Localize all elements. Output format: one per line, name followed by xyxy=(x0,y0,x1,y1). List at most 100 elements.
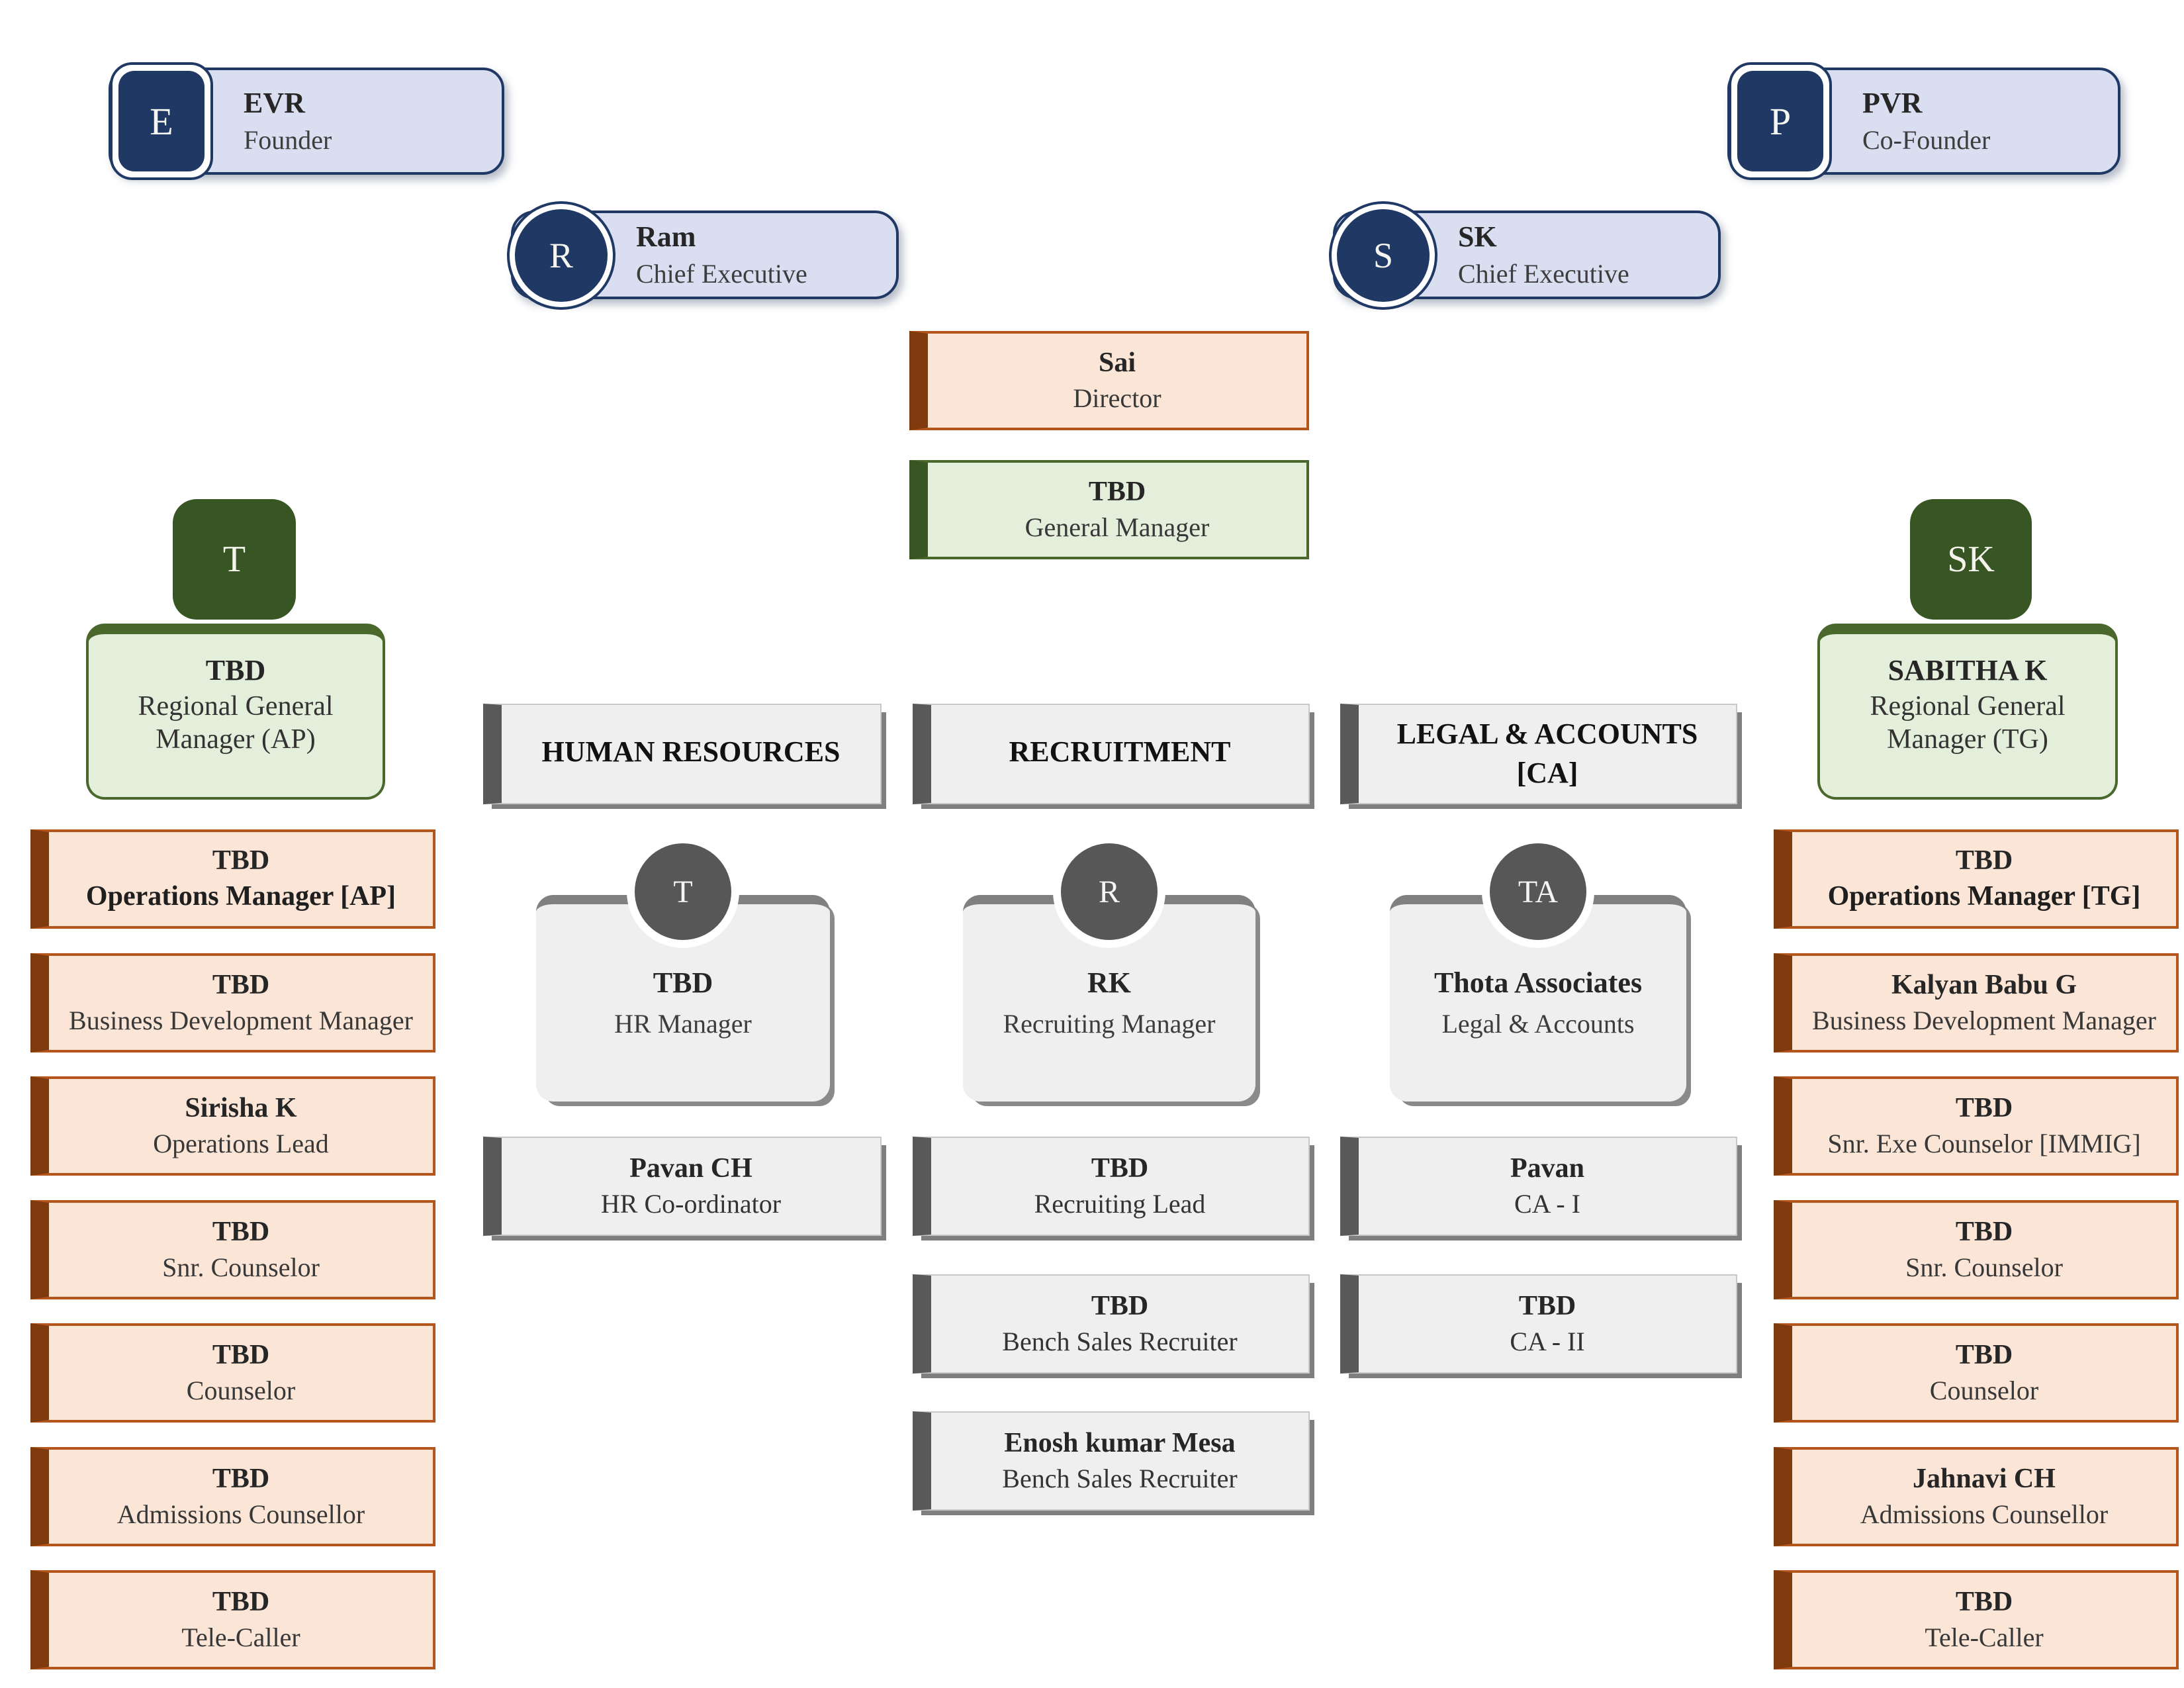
bench-sales-2-title: Bench Sales Recruiter xyxy=(1002,1463,1238,1493)
director-title: Director xyxy=(1073,383,1161,413)
tg-team-box-2: TBD Snr. Exe Counselor [IMMIG] xyxy=(1774,1076,2179,1176)
exec-sk-avatar: S xyxy=(1329,201,1437,310)
exec-sk-text: SK Chief Executive xyxy=(1336,220,1629,289)
hr-manager-name: TBD xyxy=(653,966,713,999)
ap-1-title: Business Development Manager xyxy=(69,1005,413,1035)
recruiting-manager-name: RK xyxy=(1087,966,1131,999)
tg-6-name: TBD xyxy=(1955,1586,2013,1617)
ap-2-title: Operations Lead xyxy=(153,1128,329,1158)
ap-6-name: TBD xyxy=(212,1586,270,1617)
tg-team-box-4: TBD Counselor xyxy=(1774,1323,2179,1423)
bench-sales-2-name: Enosh kumar Mesa xyxy=(1004,1427,1236,1458)
ap-team-box-4: TBD Counselor xyxy=(30,1323,435,1423)
ap-4-title: Counselor xyxy=(186,1375,296,1405)
recruiting-lead-title: Recruiting Lead xyxy=(1034,1188,1206,1219)
dept-header-legal-accounts: LEGAL & ACCOUNTS [CA] xyxy=(1340,704,1737,804)
tg-1-name: Kalyan Babu G xyxy=(1891,969,2077,1000)
founder-pvr-name: PVR xyxy=(1862,86,1923,119)
ap-team-box-2: Sirisha K Operations Lead xyxy=(30,1076,435,1176)
founder-evr-name: EVR xyxy=(244,86,305,119)
ap-3-name: TBD xyxy=(212,1216,270,1247)
founder-evr-initial: E xyxy=(118,71,205,171)
exec-sk-initial: S xyxy=(1337,209,1430,302)
tg-0-name: TBD xyxy=(1955,845,2013,876)
legal-manager-avatar: TA xyxy=(1482,835,1594,948)
legal-manager-title: Legal & Accounts xyxy=(1441,1009,1635,1039)
ca-2-title: CA - II xyxy=(1510,1326,1585,1356)
dept-legal-label2: [CA] xyxy=(1516,757,1578,789)
node-ca-2: TBD CA - II xyxy=(1340,1274,1737,1374)
exec-ram-name: Ram xyxy=(636,220,696,253)
hr-coordinator-name: Pavan CH xyxy=(629,1152,752,1184)
node-rgm-ap: TBD Regional General Manager (AP) xyxy=(86,624,385,800)
founder-evr-avatar: E xyxy=(110,62,213,180)
exec-ram-initial: R xyxy=(515,209,608,302)
exec-sk-title: Chief Executive xyxy=(1458,259,1629,289)
node-hr-manager: TBD HR Manager xyxy=(536,895,830,1102)
tg-4-name: TBD xyxy=(1955,1339,2013,1370)
legal-manager-name: Thota Associates xyxy=(1433,966,1643,999)
node-rgm-tg: SABITHA K Regional General Manager (TG) xyxy=(1817,624,2118,800)
tg-team-box-0: TBD Operations Manager [TG] xyxy=(1774,829,2179,929)
ap-5-title: Admissions Counsellor xyxy=(116,1499,365,1529)
ap-0-name: TBD xyxy=(212,845,270,876)
ap-4-name: TBD xyxy=(212,1339,270,1370)
rgm-ap-name: TBD xyxy=(205,654,266,686)
founder-pvr-title: Co-Founder xyxy=(1862,125,1991,156)
tg-2-title: Snr. Exe Counselor [IMMIG] xyxy=(1827,1128,2141,1158)
node-ca-1: Pavan CA - I xyxy=(1340,1137,1737,1236)
ap-5-name: TBD xyxy=(212,1463,270,1494)
rgm-tg-title: Regional General Manager (TG) xyxy=(1870,691,2066,755)
tg-2-name: TBD xyxy=(1955,1092,2013,1123)
tg-team-box-5: Jahnavi CH Admissions Counsellor xyxy=(1774,1447,2179,1546)
ap-3-title: Snr. Counselor xyxy=(162,1252,320,1282)
rgm-tg-name: SABITHA K xyxy=(1888,654,2048,686)
founder-pvr-avatar: P xyxy=(1729,62,1832,180)
rgm-ap-initial: T xyxy=(222,539,246,580)
dept-rec-label: RECRUITMENT xyxy=(1009,735,1231,768)
ap-team-box-6: TBD Tele-Caller xyxy=(30,1570,435,1669)
founder-evr-text: EVR Founder xyxy=(111,87,332,156)
tg-5-name: Jahnavi CH xyxy=(1913,1463,2056,1494)
ca-1-title: CA - I xyxy=(1514,1188,1580,1219)
dept-header-recruitment: RECRUITMENT xyxy=(913,704,1310,804)
tg-0-title: Operations Manager [TG] xyxy=(1827,880,2141,912)
recruiting-manager-initials: R xyxy=(1098,874,1120,910)
ap-2-name: Sirisha K xyxy=(185,1092,297,1123)
node-hr-coordinator: Pavan CH HR Co-ordinator xyxy=(483,1137,882,1236)
dept-legal-label: LEGAL & ACCOUNTS xyxy=(1396,718,1698,751)
founder-evr-title: Founder xyxy=(244,125,332,156)
rgm-ap-avatar: T xyxy=(173,499,296,620)
general-manager-name: TBD xyxy=(1088,476,1146,507)
ap-6-title: Tele-Caller xyxy=(181,1622,300,1652)
legal-manager-initials: TA xyxy=(1518,874,1559,910)
hr-coordinator-title: HR Co-ordinator xyxy=(600,1188,782,1219)
tg-6-title: Tele-Caller xyxy=(1925,1622,2044,1652)
bench-sales-1-title: Bench Sales Recruiter xyxy=(1002,1326,1238,1356)
tg-3-name: TBD xyxy=(1955,1216,2013,1247)
node-recruiting-manager: RK Recruiting Manager xyxy=(963,895,1255,1102)
exec-ram-text: Ram Chief Executive xyxy=(514,220,807,289)
ca-2-name: TBD xyxy=(1518,1290,1576,1321)
tg-1-title: Business Development Manager xyxy=(1812,1005,2156,1035)
recruiting-manager-avatar: R xyxy=(1053,835,1165,948)
hr-manager-title: HR Manager xyxy=(614,1009,752,1039)
tg-team-box-1: Kalyan Babu G Business Development Manag… xyxy=(1774,953,2179,1053)
ap-team-box-1: TBD Business Development Manager xyxy=(30,953,435,1053)
exec-ram-avatar: R xyxy=(507,201,615,310)
tg-team-box-6: TBD Tele-Caller xyxy=(1774,1570,2179,1669)
ap-team-box-3: TBD Snr. Counselor xyxy=(30,1200,435,1299)
general-manager-title: General Manager xyxy=(1024,512,1210,542)
hr-manager-initials: T xyxy=(673,874,693,910)
rgm-ap-title: Regional General Manager (AP) xyxy=(138,691,334,755)
ap-0-title: Operations Manager [AP] xyxy=(85,880,396,912)
recruiting-manager-title: Recruiting Manager xyxy=(1003,1009,1216,1039)
hr-manager-avatar: T xyxy=(627,835,739,948)
founder-pvr-text: PVR Co-Founder xyxy=(1730,87,1990,156)
founder-pvr-initial: P xyxy=(1737,71,1823,171)
dept-hr-label: HUMAN RESOURCES xyxy=(541,735,841,768)
rgm-tg-avatar: SK xyxy=(1910,499,2032,620)
rgm-tg-initial: SK xyxy=(1947,539,1995,580)
recruiting-lead-name: TBD xyxy=(1091,1152,1149,1184)
